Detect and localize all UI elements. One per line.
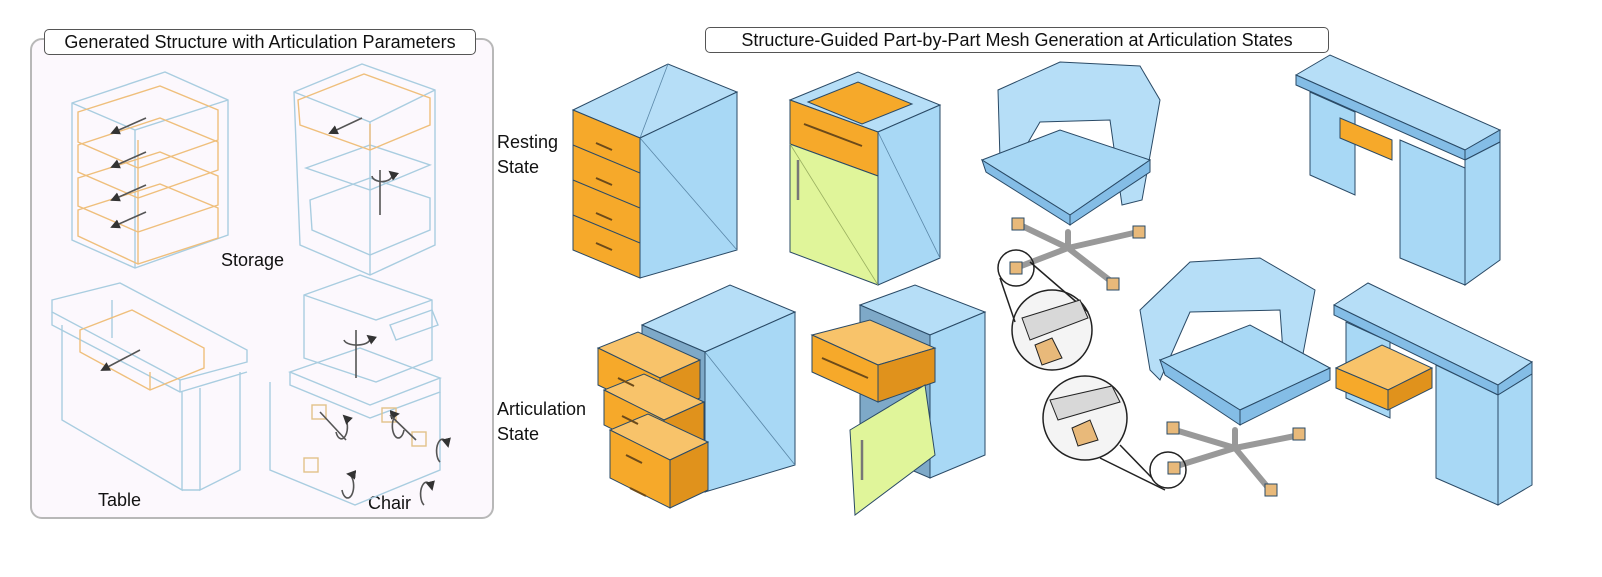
- left-panel-title: Generated Structure with Articulation Pa…: [44, 29, 476, 55]
- door-cabinet-resting: [788, 71, 942, 286]
- zoom-inset-caster-2: [1042, 375, 1187, 491]
- chair-wireframe: [269, 274, 451, 506]
- table-wireframe: [51, 282, 248, 492]
- door-cabinet-articulated: [810, 284, 987, 516]
- storage-wireframe-door: [293, 63, 436, 276]
- chair-label: Chair: [368, 493, 412, 513]
- storage-wireframe-drawers: [71, 71, 229, 269]
- office-chair-articulated: [1139, 257, 1332, 497]
- desk-resting: [1294, 54, 1502, 286]
- desk-articulated: [1332, 282, 1534, 506]
- office-chair-resting: [980, 61, 1161, 291]
- zoom-inset-caster-1: [997, 249, 1093, 371]
- drawer-cabinet-resting: [571, 63, 739, 279]
- resting-state-label-line1: Resting: [497, 132, 559, 152]
- table-label: Table: [98, 490, 142, 510]
- articulation-state-label-line1: Articulation: [497, 399, 587, 419]
- articulation-state-label-line2: State: [497, 424, 540, 444]
- drawer-cabinet-articulated: [596, 284, 797, 509]
- right-panel-title: Structure-Guided Part-by-Part Mesh Gener…: [705, 27, 1329, 53]
- resting-state-label-line2: State: [497, 157, 540, 177]
- storage-label: Storage: [221, 250, 285, 270]
